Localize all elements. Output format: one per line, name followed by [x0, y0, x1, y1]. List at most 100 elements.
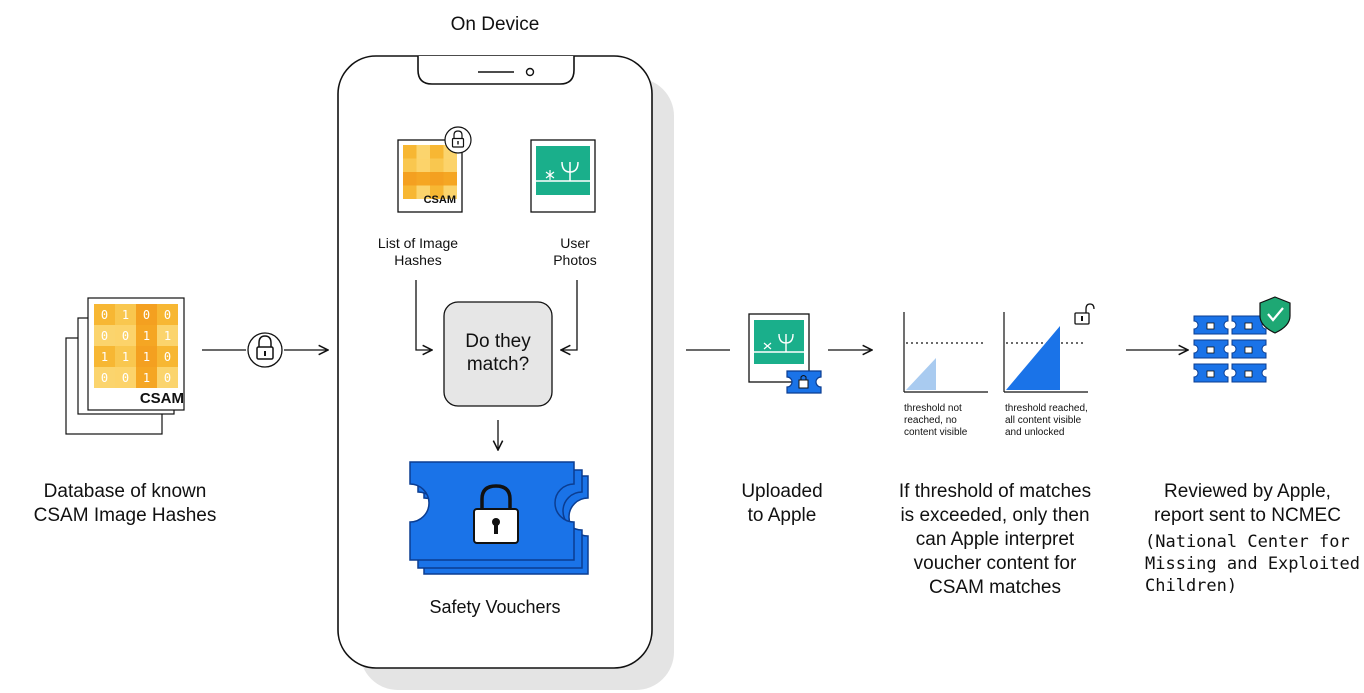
safety-vouchers-label: Safety Vouchers	[429, 597, 561, 617]
unlock-icon	[1074, 303, 1095, 325]
hash-bit: 1	[164, 329, 171, 343]
check-shield-icon	[1259, 296, 1291, 334]
hash-cell	[443, 158, 457, 172]
hash-cell	[94, 367, 115, 388]
upload-label-line1: Uploaded	[741, 481, 823, 502]
threshold-chart-not-reached	[903, 312, 988, 393]
lock-icon	[451, 130, 465, 148]
lock-icon	[1206, 322, 1215, 330]
hash-cell	[157, 325, 178, 346]
hash-cell	[157, 304, 178, 325]
hash-list-grid	[403, 145, 457, 199]
arrow-right-icon	[415, 280, 432, 350]
caption-line: and unlocked	[1005, 427, 1065, 438]
hash-cell	[416, 185, 430, 199]
threshold-not-reached-caption: threshold not reached, no content visibl…	[904, 403, 1000, 439]
match-question-word2: they	[494, 331, 531, 352]
hash-bit: 0	[143, 308, 150, 322]
threshold-label-line: can Apple interpret	[915, 529, 1075, 550]
hash-bit: 1	[122, 308, 129, 322]
hash-cell	[94, 346, 115, 367]
reviewed-vouchers	[1193, 315, 1267, 383]
hash-cell	[430, 145, 444, 159]
hash-cell	[430, 158, 444, 172]
hash-cell	[115, 367, 136, 388]
ncmec-note-line2: Missing and Exploited	[1145, 554, 1360, 574]
hash-bit: 0	[122, 329, 129, 343]
caption-line: all content visible	[1005, 415, 1082, 426]
user-photos-label-line2: Photos	[553, 252, 597, 268]
hash-cell	[443, 172, 457, 186]
caption-line: reached, no	[904, 415, 957, 426]
threshold-label: If threshold of matches is exceeded, onl…	[870, 480, 1120, 600]
upload-label-line2: to Apple	[747, 505, 817, 526]
hash-cell	[403, 158, 417, 172]
hash-cell	[94, 304, 115, 325]
threshold-label-line: If threshold of matches	[898, 481, 1092, 502]
match-question: Do they match?	[444, 330, 552, 376]
database-label-line2: CSAM Image Hashes	[33, 505, 217, 526]
hash-cell	[136, 304, 157, 325]
threshold-label-line: is exceeded, only then	[900, 505, 1090, 526]
phone-notch	[417, 56, 575, 85]
hash-cell	[403, 145, 417, 159]
hash-list-label: List of Image Hashes	[358, 235, 478, 269]
user-photos-label: User Photos	[530, 235, 620, 269]
hash-cell	[430, 172, 444, 186]
threshold-reached-caption: threshold reached, all content visible a…	[1005, 403, 1115, 439]
hash-list-label-line2: Hashes	[394, 252, 442, 268]
user-photos-label-line1: User	[560, 235, 590, 251]
match-question-word1: Do	[465, 331, 490, 352]
hash-cell	[430, 185, 444, 199]
threshold-label-line: CSAM matches	[929, 577, 1061, 598]
hash-bit: 0	[101, 371, 108, 385]
hash-cell	[403, 185, 417, 199]
upload-label: Uploaded to Apple	[722, 480, 842, 528]
caption-line: threshold reached,	[1005, 403, 1088, 414]
lock-icon	[1206, 370, 1215, 378]
page-title: On Device	[450, 14, 540, 35]
hash-bit: 0	[164, 308, 171, 322]
hash-list-label-line1: List of Image	[377, 235, 459, 251]
hash-bit: 0	[164, 371, 171, 385]
database-label: Database of known CSAM Image Hashes	[0, 480, 250, 528]
hash-cell	[416, 145, 430, 159]
caption-line: threshold not	[904, 403, 962, 414]
hash-cell	[136, 367, 157, 388]
hash-cell	[136, 346, 157, 367]
database-label-line1: Database of known	[43, 481, 207, 502]
hash-bit: 1	[143, 329, 150, 343]
hash-cell	[416, 172, 430, 186]
lock-icon	[1244, 370, 1253, 378]
threshold-label-line: voucher content for	[913, 553, 1077, 574]
match-question-word3: match?	[466, 354, 530, 375]
hash-cell	[136, 325, 157, 346]
hash-cell	[115, 346, 136, 367]
user-photo-card	[530, 139, 596, 213]
hash-cell	[115, 304, 136, 325]
hash-bit: 1	[101, 350, 108, 364]
arrow-left-icon	[561, 280, 578, 350]
lock-icon	[256, 335, 274, 360]
lock-icon	[1244, 322, 1253, 330]
review-label: Reviewed by Apple, report sent to NCMEC	[1135, 480, 1360, 528]
notch-camera	[525, 67, 535, 77]
hash-bit: 1	[143, 371, 150, 385]
hash-cell	[443, 185, 457, 199]
hash-bit: 0	[101, 308, 108, 322]
ncmec-note: (National Center for Missing and Exploit…	[1145, 531, 1360, 597]
hash-cell	[157, 346, 178, 367]
review-label-line1: Reviewed by Apple,	[1164, 481, 1331, 502]
hash-bit: 0	[164, 350, 171, 364]
review-label-line2: report sent to NCMEC	[1154, 505, 1341, 526]
ncmec-note-line3: Children)	[1145, 576, 1238, 596]
database-card-label: CSAM	[139, 390, 184, 407]
safety-vouchers	[409, 461, 589, 575]
hash-bit: 1	[122, 350, 129, 364]
lock-icon	[1244, 346, 1253, 354]
hash-bit: 0	[101, 329, 108, 343]
hash-cell	[403, 172, 417, 186]
